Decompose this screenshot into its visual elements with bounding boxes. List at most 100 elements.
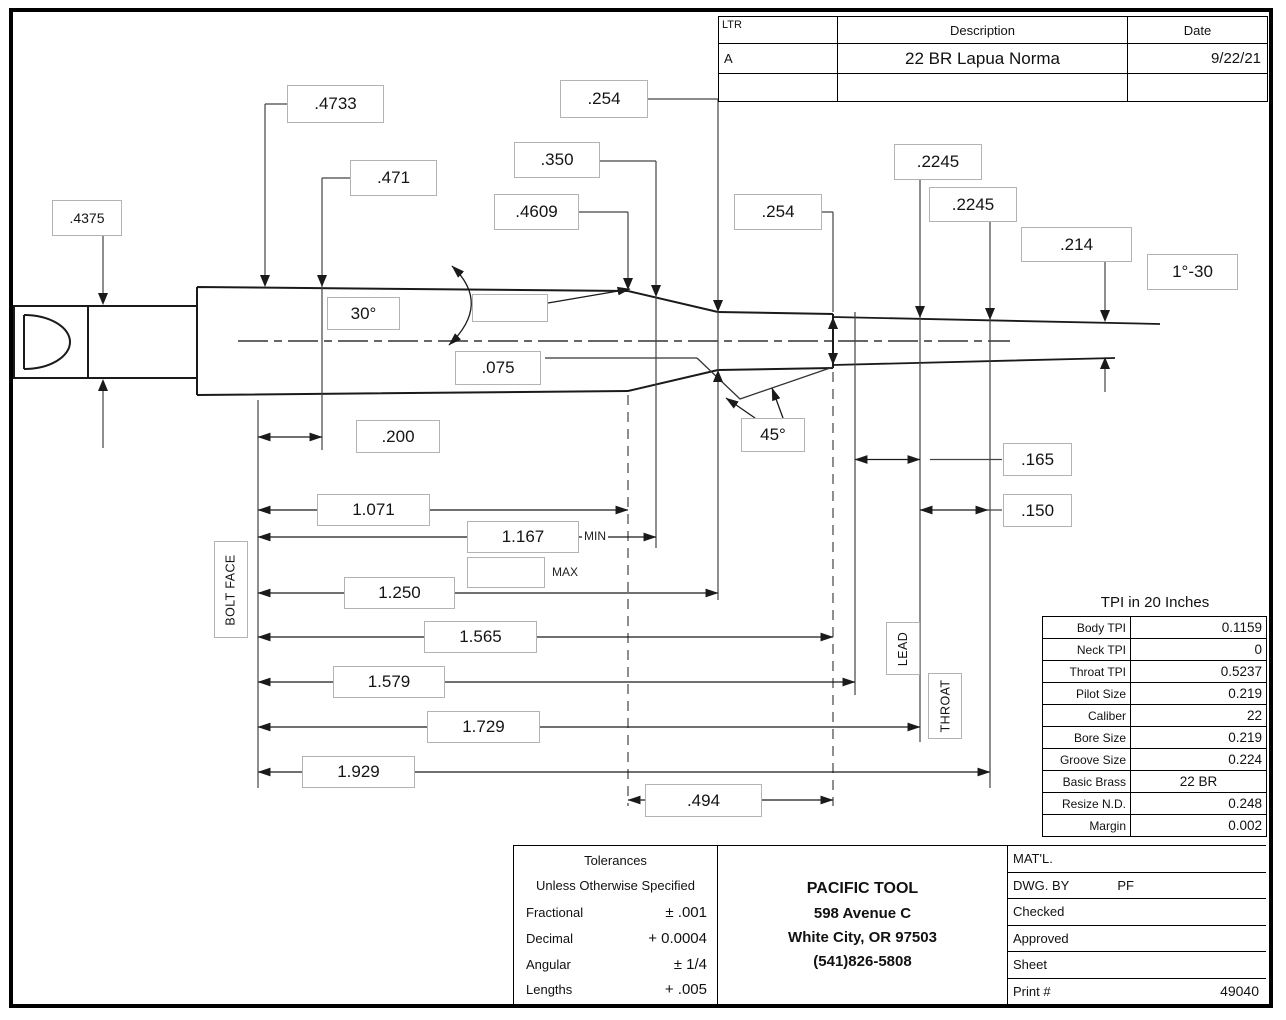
- dim-075: .075: [455, 351, 541, 385]
- rev-row2-description: [837, 73, 1127, 101]
- rev-header-ltr: LTR: [722, 19, 742, 31]
- tolerance-label: Lengths: [526, 982, 573, 997]
- throat-label: THROAT: [928, 673, 962, 739]
- tolerance-label: Angular: [526, 957, 571, 972]
- info-label: MAT'L.: [1013, 851, 1053, 867]
- dim-471: .471: [350, 160, 437, 196]
- info-row-checked: Checked: [1008, 899, 1266, 926]
- company-phone: (541)826-5808: [813, 953, 912, 970]
- dim-2245-lower: .2245: [929, 187, 1017, 222]
- tpi-label: Basic Brass: [1043, 771, 1131, 793]
- dim-350: .350: [514, 142, 600, 178]
- tolerance-row: Lengths + .005: [526, 981, 707, 998]
- dim-2245-upper: .2245: [894, 144, 982, 180]
- bolt-face-label: BOLT FACE: [214, 541, 248, 638]
- rev-row2-date: [1127, 73, 1267, 101]
- blank-box-shoulder: [472, 294, 548, 322]
- drawing-info-block: MAT'L. DWG. BY PF Checked Approved Sheet…: [1008, 846, 1266, 1004]
- tpi-label: Margin: [1043, 815, 1131, 837]
- company-address1: 598 Avenue C: [813, 905, 912, 922]
- tolerance-row: Fractional ± .001: [526, 904, 707, 921]
- dim-4375: .4375: [52, 200, 122, 236]
- leader-arrowheads: [98, 275, 1110, 391]
- tpi-value: 0.219: [1131, 683, 1267, 705]
- tolerance-row: Angular ± 1/4: [526, 956, 707, 973]
- dim-254-mid: .254: [734, 194, 822, 230]
- rev-row2-ltr: [719, 73, 837, 101]
- tolerance-label: Decimal: [526, 931, 573, 946]
- tolerances-subtitle: Unless Otherwise Specified: [536, 878, 695, 893]
- title-block: Tolerances Unless Otherwise Specified Fr…: [513, 845, 1266, 1004]
- min-label: MIN: [582, 529, 608, 543]
- lead-label: LEAD: [886, 622, 920, 675]
- tolerance-value: ± .001: [665, 904, 707, 921]
- info-row-matl: MAT'L.: [1008, 846, 1266, 873]
- info-row-sheet: Sheet: [1008, 952, 1266, 979]
- dim-214: .214: [1021, 227, 1132, 262]
- dim-1250: 1.250: [344, 577, 455, 609]
- info-value: PF: [1117, 877, 1134, 893]
- tpi-label: Neck TPI: [1043, 639, 1131, 661]
- dim-1565: 1.565: [424, 621, 537, 653]
- dim-1579: 1.579: [333, 666, 445, 698]
- dim-254-top: .254: [560, 80, 648, 118]
- tolerance-label: Fractional: [526, 905, 584, 920]
- tpi-value: 0: [1131, 639, 1267, 661]
- tpi-value: 22 BR: [1131, 771, 1267, 793]
- angle-30: 30°: [327, 297, 400, 330]
- blank-box-max: [467, 557, 545, 588]
- info-label: Print #: [1013, 983, 1051, 999]
- tpi-label: Groove Size: [1043, 749, 1131, 771]
- rev-row-ltr: A: [719, 43, 837, 73]
- dim-1071: 1.071: [317, 494, 430, 526]
- tpi-label: Throat TPI: [1043, 661, 1131, 683]
- dim-165: .165: [1003, 443, 1072, 476]
- dim-200: .200: [356, 420, 440, 453]
- dim-1729: 1.729: [427, 711, 540, 743]
- tpi-label: Pilot Size: [1043, 683, 1131, 705]
- lead-text: LEAD: [896, 631, 911, 666]
- tpi-value: 22: [1131, 705, 1267, 727]
- tolerance-value: + 0.0004: [648, 930, 707, 947]
- angle-1-30: 1°-30: [1147, 254, 1238, 290]
- tolerance-row: Decimal + 0.0004: [526, 930, 707, 947]
- rev-header-description: Description: [837, 17, 1127, 43]
- tpi-value: 0.248: [1131, 793, 1267, 815]
- revision-table: LTR Description Date A 22 BR Lapua Norma…: [718, 16, 1268, 102]
- dimension-lines: [257, 265, 991, 805]
- rev-header-date: Date: [1127, 17, 1267, 43]
- dim-4609: .4609: [494, 194, 579, 230]
- info-label: Sheet: [1013, 957, 1047, 973]
- tpi-value: 0.219: [1131, 727, 1267, 749]
- dim-1929: 1.929: [302, 756, 415, 788]
- info-row-dwg-by: DWG. BY PF: [1008, 873, 1266, 899]
- dim-150: .150: [1003, 494, 1072, 527]
- tpi-label: Bore Size: [1043, 727, 1131, 749]
- max-label: MAX: [550, 565, 581, 579]
- tpi-label: Body TPI: [1043, 617, 1131, 639]
- info-label: DWG. BY: [1013, 877, 1070, 893]
- tpi-table-title: TPI in 20 Inches: [1100, 594, 1210, 611]
- info-label: Checked: [1013, 904, 1065, 920]
- info-row-print-number: Print # 49040: [1008, 979, 1266, 1005]
- dim-4733: .4733: [287, 85, 384, 123]
- angle-45: 45°: [741, 418, 805, 452]
- rev-row-date: 9/22/21: [1127, 43, 1267, 73]
- dim-1167: 1.167: [467, 521, 579, 553]
- construction-lines: [545, 357, 834, 400]
- info-value: 49040: [1220, 983, 1259, 1000]
- company-block: PACIFIC TOOL 598 Avenue C White City, OR…: [718, 846, 1008, 1004]
- bolt-face-text: BOLT FACE: [224, 553, 238, 626]
- tolerance-value: ± 1/4: [673, 956, 707, 973]
- tolerances-title: Tolerances: [584, 853, 647, 868]
- company-name: PACIFIC TOOL: [806, 880, 919, 897]
- tpi-value: 0.5237: [1131, 661, 1267, 683]
- rev-row-description: 22 BR Lapua Norma: [837, 43, 1127, 73]
- tpi-label: Caliber: [1043, 705, 1131, 727]
- tpi-value: 0.1159: [1131, 617, 1267, 639]
- company-address2: White City, OR 97503: [788, 929, 937, 946]
- tpi-value: 0.002: [1131, 815, 1267, 837]
- info-row-approved: Approved: [1008, 926, 1266, 952]
